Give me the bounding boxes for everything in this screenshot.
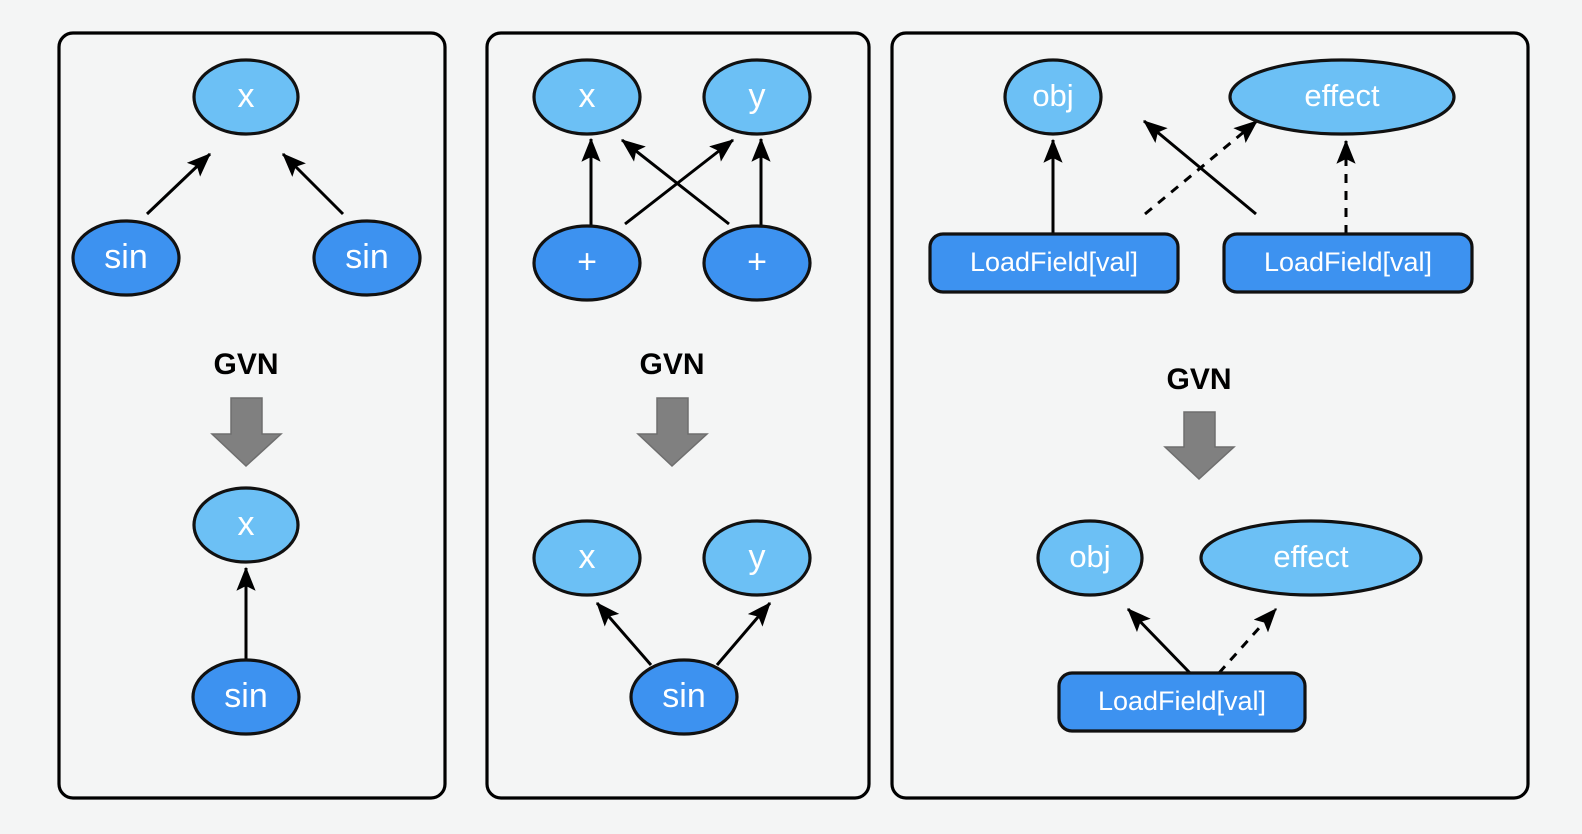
node-plus-left-shape: [532, 224, 642, 302]
node-sin-left-label: sin: [104, 238, 147, 276]
node-effect-after-shape: [1199, 519, 1423, 597]
node-loadfield-right[interactable]: LoadField[val]: [1222, 232, 1474, 294]
panel-2: x y + + GVN: [485, 31, 871, 800]
panel-2-after-graph: x y sin: [532, 519, 812, 736]
node-y-after-shape: [702, 519, 812, 597]
edge-load-left-to-effect: [1144, 119, 1258, 216]
node-y-shape: [702, 58, 812, 136]
node-x-after[interactable]: x: [192, 486, 300, 564]
node-obj-shape: [1003, 58, 1103, 136]
node-loadfield-after[interactable]: LoadField[val]: [1057, 671, 1307, 733]
node-loadfield-left-shape: [928, 232, 1180, 294]
panel-3-gvn-marker: GVN: [1163, 363, 1236, 481]
gvn-label: GVN: [213, 348, 278, 381]
node-plus-right[interactable]: +: [702, 224, 812, 302]
node-loadfield-after-label: LoadField[val]: [1098, 686, 1266, 716]
panel-3-before-graph: obj effect LoadField[val] LoadField[val]: [928, 58, 1474, 294]
edge-load-to-obj: [1126, 607, 1192, 675]
gvn-label: GVN: [639, 348, 704, 381]
node-sin-after-label: sin: [224, 677, 267, 715]
edge-sin-to-x: [595, 602, 653, 666]
panel-3-after-graph: obj effect LoadField[val]: [1036, 519, 1423, 733]
node-y[interactable]: y: [702, 58, 812, 136]
panel-3: obj effect LoadField[val] LoadField[val]…: [890, 31, 1530, 800]
node-plus-left[interactable]: +: [532, 224, 642, 302]
node-x[interactable]: x: [192, 58, 300, 136]
node-x-after-shape: [192, 486, 300, 564]
node-x-after-shape: [532, 519, 642, 597]
panel-1-after-graph: x sin: [191, 486, 301, 736]
gvn-down-arrow-icon: [636, 397, 709, 468]
node-obj[interactable]: obj: [1003, 58, 1103, 136]
node-sin-right[interactable]: sin: [312, 219, 422, 297]
node-loadfield-left[interactable]: LoadField[val]: [928, 232, 1180, 294]
node-sin-after-shape: [191, 658, 301, 736]
node-plus-right-label: +: [747, 243, 767, 281]
edge-plus-left-to-y: [624, 138, 734, 226]
node-effect-label: effect: [1304, 78, 1380, 113]
edge-load-to-effect: [1217, 608, 1278, 674]
node-sin-after[interactable]: sin: [629, 658, 739, 736]
node-sin-after-label: sin: [662, 677, 705, 715]
node-loadfield-left-label: LoadField[val]: [970, 247, 1138, 277]
panel-2-gvn-marker: GVN: [636, 348, 709, 468]
node-y-label: y: [749, 77, 766, 115]
node-loadfield-right-label: LoadField[val]: [1264, 247, 1432, 277]
panel-2-before-graph: x y + +: [532, 58, 812, 302]
node-x-shape: [532, 58, 642, 136]
node-x-shape: [192, 58, 300, 136]
node-sin-after-shape: [629, 658, 739, 736]
node-plus-right-shape: [702, 224, 812, 302]
edge-sin-to-y: [715, 602, 772, 666]
edge-plus-right-to-x: [621, 138, 730, 226]
panel-1-gvn-marker: GVN: [210, 348, 283, 468]
node-sin-left-shape: [71, 219, 181, 297]
node-obj-after[interactable]: obj: [1036, 519, 1144, 597]
node-effect-shape: [1228, 58, 1456, 136]
node-y-after[interactable]: y: [702, 519, 812, 597]
node-obj-after-label: obj: [1069, 539, 1110, 574]
panel-1: x sin sin GVN: [57, 31, 447, 800]
gvn-down-arrow-icon: [1163, 411, 1236, 481]
node-x-after-label: x: [579, 538, 596, 576]
node-x-after-label: x: [238, 505, 255, 543]
node-sin-right-label: sin: [345, 238, 388, 276]
node-loadfield-after-shape: [1057, 671, 1307, 733]
node-x-after[interactable]: x: [532, 519, 642, 597]
node-plus-left-label: +: [577, 243, 597, 281]
node-obj-after-shape: [1036, 519, 1144, 597]
edge-sin-right-to-x: [281, 152, 345, 216]
node-sin-right-shape: [312, 219, 422, 297]
node-loadfield-right-shape: [1222, 232, 1474, 294]
node-x[interactable]: x: [532, 58, 642, 136]
edge-sin-left-to-x: [145, 152, 212, 216]
node-effect-after[interactable]: effect: [1199, 519, 1423, 597]
gvn-label: GVN: [1166, 363, 1231, 396]
node-x-label: x: [238, 77, 255, 115]
gvn-down-arrow-icon: [210, 397, 283, 468]
node-sin-left[interactable]: sin: [71, 219, 181, 297]
panel-1-before-graph: x sin sin: [71, 58, 422, 297]
node-effect[interactable]: effect: [1228, 58, 1456, 136]
node-x-label: x: [579, 77, 596, 115]
node-effect-after-label: effect: [1273, 539, 1349, 574]
node-y-after-label: y: [749, 538, 766, 576]
node-obj-label: obj: [1032, 78, 1073, 113]
node-sin-after[interactable]: sin: [191, 658, 301, 736]
